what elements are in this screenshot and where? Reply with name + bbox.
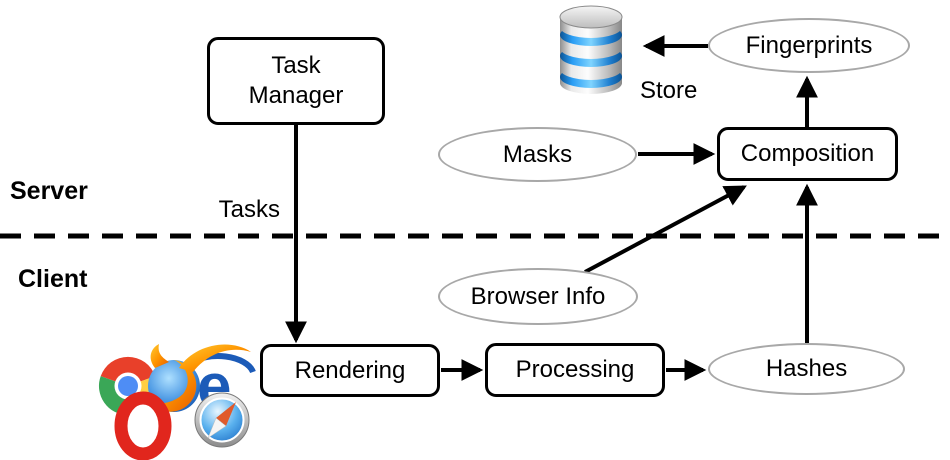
node-fingerprints-label: Fingerprints	[745, 31, 873, 59]
node-masks: Masks	[438, 127, 637, 182]
node-hashes: Hashes	[708, 343, 905, 395]
store-edge-label: Store	[640, 77, 698, 104]
database-icon	[551, 3, 631, 102]
server-zone-label: Server	[10, 177, 88, 205]
client-zone-label: Client	[18, 265, 88, 293]
node-processing: Processing	[485, 343, 665, 397]
node-rendering: Rendering	[260, 344, 440, 397]
node-processing-label: Processing	[515, 356, 635, 383]
safari-logo	[194, 392, 250, 448]
node-rendering-label: Rendering	[294, 356, 406, 384]
firefox-logo	[148, 344, 251, 412]
node-fingerprints: Fingerprints	[708, 18, 910, 73]
node-task-manager-label: Task Manager	[248, 52, 344, 109]
node-masks-label: Masks	[502, 140, 573, 168]
node-browser-info-label: Browser Info	[470, 282, 606, 310]
arrow-browser-info-to-composition	[584, 185, 747, 274]
node-composition: Composition	[717, 127, 898, 181]
node-browser-info: Browser Info	[438, 268, 638, 325]
browser-logos-icon: e	[85, 332, 260, 460]
opera-logo	[114, 391, 172, 460]
node-composition-label: Composition	[740, 140, 875, 167]
node-hashes-label: Hashes	[765, 355, 848, 382]
node-task-manager: Task Manager	[207, 37, 385, 125]
tasks-edge-label: Tasks	[218, 196, 280, 223]
